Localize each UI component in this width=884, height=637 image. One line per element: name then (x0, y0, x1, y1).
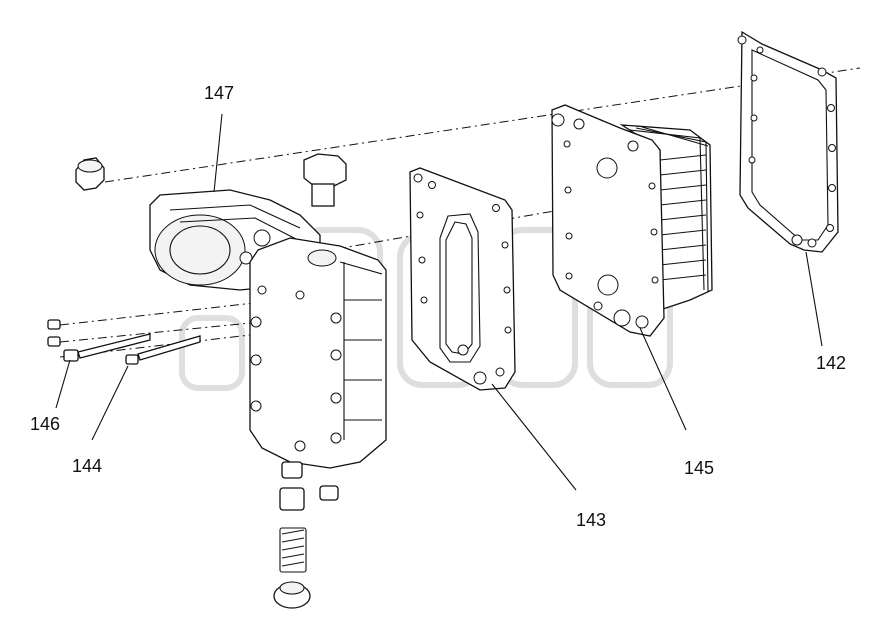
leader-144 (91, 365, 129, 441)
filter-head-147 (75, 153, 387, 469)
leader-lines (55, 113, 823, 491)
callout-143: 143 (576, 510, 606, 530)
callout-146: 146 (30, 414, 60, 434)
relief-valve-parts (273, 461, 339, 609)
gasket-142 (737, 30, 839, 253)
bolts-146-144 (47, 319, 201, 365)
gasket-143 (409, 167, 516, 391)
oil-cooler-core-145 (551, 104, 713, 337)
callout-144: 144 (72, 456, 102, 476)
callout-147: 147 (204, 83, 234, 103)
callout-labels: 147 146 144 143 145 142 (30, 83, 846, 530)
callout-145: 145 (684, 458, 714, 478)
leader-147 (213, 113, 223, 193)
callout-142: 142 (816, 353, 846, 373)
leader-145 (639, 327, 687, 431)
leader-146 (55, 359, 71, 409)
leader-143 (491, 383, 577, 491)
leader-142 (805, 251, 823, 347)
